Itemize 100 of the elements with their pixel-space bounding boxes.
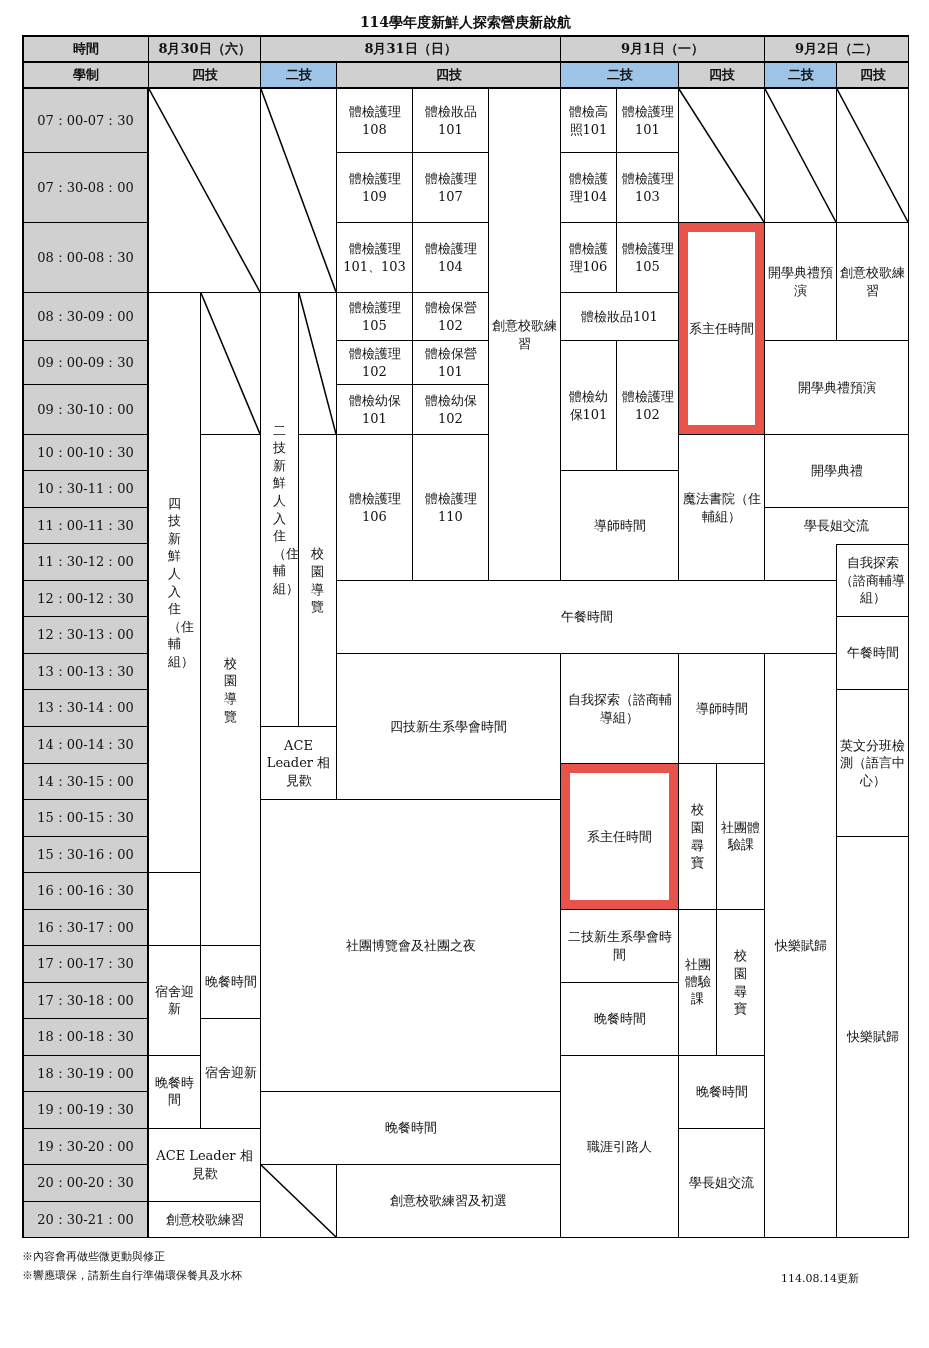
column-header: 時間 — [24, 37, 149, 63]
schedule-cell: 創意校歌練習 — [149, 1202, 261, 1238]
schedule-cell: 開學典禮 — [765, 435, 909, 508]
schedule-cell: 宿舍迎新 — [201, 1019, 261, 1129]
schedule-cell: 快樂賦歸 — [837, 837, 909, 1238]
column-header: 四技 — [149, 63, 261, 89]
time-slot-label: 09：30-10：00 — [24, 385, 149, 435]
schedule-cell: 職涯引路人 — [561, 1056, 679, 1238]
time-slot-label: 14：00-14：30 — [24, 727, 149, 764]
time-slot-label: 11：30-12：00 — [24, 544, 149, 581]
schedule-cell: 體檢保營102 — [413, 293, 489, 341]
time-slot-label: 17：30-18：00 — [24, 983, 149, 1019]
schedule-cell: 午餐時間 — [337, 581, 837, 654]
column-header: 四技 — [837, 63, 909, 89]
schedule-cell: 體檢幼保101 — [337, 385, 413, 435]
time-slot-label: 15：00-15：30 — [24, 800, 149, 837]
time-slot-label: 20：00-20：30 — [24, 1165, 149, 1202]
schedule-cell: 自我探索（諮商輔導組） — [561, 654, 679, 764]
update-date: 114.08.14更新 — [781, 1271, 859, 1287]
time-slot-label: 11：00-11：30 — [24, 508, 149, 544]
column-header: 8月31日（日） — [261, 37, 561, 63]
title: 114學年度新鮮人探索營庚新啟航 — [358, 14, 573, 32]
note: ※響應環保，請新生自行準備環保餐具及水杯 — [22, 1267, 242, 1284]
column-header: 二技 — [561, 63, 679, 89]
schedule-cell: 晚餐時間 — [561, 983, 679, 1056]
schedule-cell: 校園尋寶 — [717, 910, 765, 1056]
time-slot-label: 18：30-19：00 — [24, 1056, 149, 1092]
time-slot-label: 13：30-14：00 — [24, 690, 149, 727]
schedule-cell: 體檢護理102 — [337, 341, 413, 385]
schedule-cell: 四技新生系學會時間 — [337, 654, 561, 800]
column-header: 9月2日（二） — [765, 37, 909, 63]
column-header: 二技 — [765, 63, 837, 89]
schedule-cell: 體檢護理102 — [617, 341, 679, 471]
schedule-cell: 二技新鮮人入住（住輔組） — [261, 293, 299, 727]
schedule-cell: 創意校歌練習 — [837, 223, 909, 341]
schedule-cell: 體檢護理107 — [413, 153, 489, 223]
schedule-cell: 學長姐交流 — [679, 1129, 765, 1238]
schedule-cell: 開學典禮預演 — [765, 223, 837, 341]
time-slot-label: 19：00-19：30 — [24, 1092, 149, 1129]
column-header: 9月1日（一） — [561, 37, 765, 63]
schedule-cell: 校園導覽 — [201, 435, 261, 946]
schedule-cell: 校園導覽 — [299, 435, 337, 727]
schedule-cell: 創意校歌練習及初選 — [337, 1165, 561, 1238]
time-slot-label: 08：30-09：00 — [24, 293, 149, 341]
schedule-cell: 學長姐交流 — [765, 508, 909, 544]
schedule-cell: 體檢護理105 — [617, 223, 679, 293]
schedule-cell: 社團博覽會及社團之夜 — [261, 800, 561, 1092]
schedule-cell: 體檢護理104 — [561, 153, 617, 223]
schedule-cell: 體檢護理109 — [337, 153, 413, 223]
column-header: 二技 — [261, 63, 337, 89]
schedule-cell: 快樂賦歸 — [765, 654, 837, 1238]
schedule-cell: 晚餐時間 — [679, 1056, 765, 1129]
schedule-cell: 開學典禮預演 — [765, 341, 909, 435]
time-slot-label: 12：30-13：00 — [24, 617, 149, 654]
schedule-cell: 晚餐時間 — [201, 946, 261, 1019]
schedule-cell: 體檢護理110 — [413, 435, 489, 581]
schedule-cell: 體檢幼保101 — [561, 341, 617, 471]
note: ※內容會再做些微更動與修正 — [22, 1249, 165, 1265]
time-slot-label: 13：00-13：30 — [24, 654, 149, 690]
schedule-cell: 社團體驗課 — [717, 764, 765, 910]
schedule-cell: 體檢護理103 — [617, 153, 679, 223]
schedule-cell: 晚餐時間 — [261, 1092, 561, 1165]
schedule-cell: 體檢護理101 — [617, 89, 679, 153]
schedule-cell: 體檢保營101 — [413, 341, 489, 385]
schedule-cell: 體檢護理105 — [337, 293, 413, 341]
time-slot-label: 20：30-21：00 — [24, 1202, 149, 1238]
column-header: 四技 — [679, 63, 765, 89]
schedule-cell: 體檢高照101 — [561, 89, 617, 153]
time-slot-label: 09：00-09：30 — [24, 341, 149, 385]
column-header: 四技 — [337, 63, 561, 89]
time-slot-label: 14：30-15：00 — [24, 764, 149, 800]
schedule-cell: 體檢護理104 — [413, 223, 489, 293]
time-slot-label: 08：00-08：30 — [24, 223, 149, 293]
column-header: 8月30日（六） — [149, 37, 261, 63]
schedule-cell: 魔法書院（住輔組） — [679, 435, 765, 581]
schedule-cell: 午餐時間 — [837, 617, 909, 690]
time-slot-label: 16：30-17：00 — [24, 910, 149, 946]
schedule-cell: 系主任時間 — [679, 223, 765, 435]
time-slot-label: 19：30-20：00 — [24, 1129, 149, 1165]
schedule-cell: 導師時間 — [679, 654, 765, 764]
time-slot-label: 10：30-11：00 — [24, 471, 149, 508]
schedule-cell: 校園尋寶 — [679, 764, 717, 910]
schedule-cell: 體檢護理101、103 — [337, 223, 413, 293]
schedule-cell: 體檢妝品101 — [413, 89, 489, 153]
schedule-cell: 社團體驗課 — [679, 910, 717, 1056]
schedule-cell: 體檢妝品101 — [561, 293, 679, 341]
schedule-cell: 英文分班檢測（語言中心） — [837, 690, 909, 837]
time-slot-label: 18：00-18：30 — [24, 1019, 149, 1056]
schedule-cell: 導師時間 — [561, 471, 679, 581]
time-slot-label: 17：00-17：30 — [24, 946, 149, 983]
schedule-cell: 系主任時間 — [561, 764, 679, 910]
schedule-cell: 自我探索（諮商輔導組） — [837, 544, 909, 617]
time-slot-label: 07：30-08：00 — [24, 153, 149, 223]
time-slot-label: 10：00-10：30 — [24, 435, 149, 471]
schedule-cell: 體檢幼保102 — [413, 385, 489, 435]
time-slot-label: 16：00-16：30 — [24, 873, 149, 910]
time-slot-label: 15：30-16：00 — [24, 837, 149, 873]
schedule-cell: 二技新生系學會時間 — [561, 910, 679, 983]
schedule-cell: 體檢護理106 — [337, 435, 413, 581]
time-slot-label: 07：00-07：30 — [24, 89, 149, 153]
